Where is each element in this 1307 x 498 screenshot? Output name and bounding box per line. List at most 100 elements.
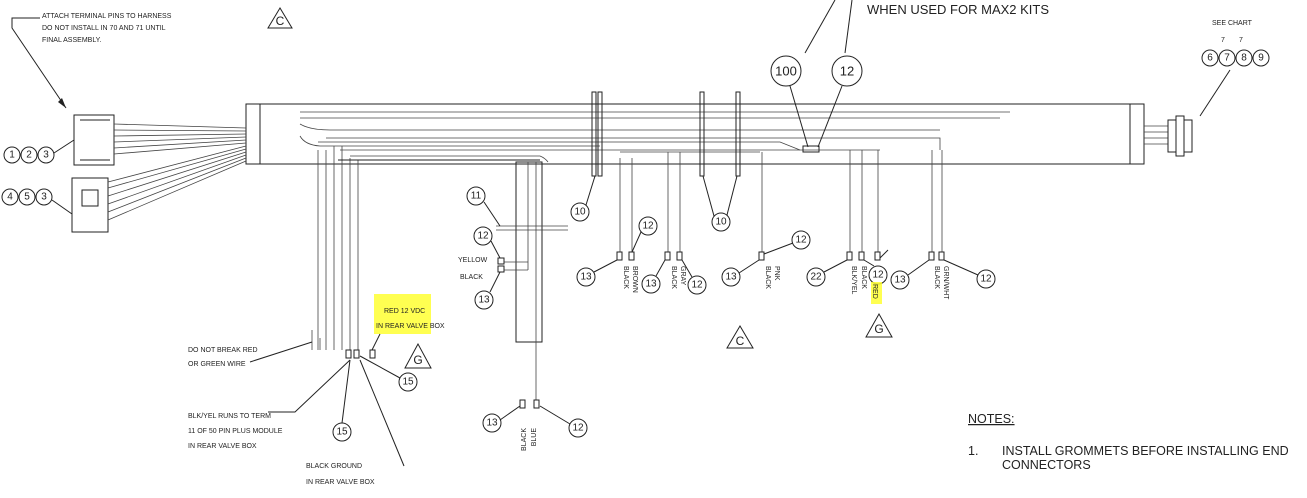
svg-text:12: 12 (872, 270, 884, 281)
callout-10-mid: 10 (702, 175, 738, 232)
callout-11: 11 (466, 186, 501, 227)
attach-note-leader (11, 17, 67, 109)
wire-clamps (591, 91, 820, 177)
callout-13-a: 13 (576, 259, 618, 287)
svg-text:13: 13 (478, 295, 490, 306)
bk-red-l2: BLACK (860, 266, 867, 289)
bk-yel-line-2: 11 OF 50 PIN PLUS MODULE (188, 428, 283, 435)
left-callouts-bottom: 4 5 3 (1, 188, 73, 215)
callout-13-c: 13 (721, 259, 760, 287)
rev-triangle-g-mid: G (865, 312, 893, 338)
black-blue-l1: BLACK (521, 428, 528, 451)
svg-text:15: 15 (336, 427, 348, 438)
svg-text:10: 10 (715, 217, 727, 228)
do-not-break-line-1: DO NOT BREAK RED (188, 347, 258, 354)
svg-text:10: 10 (574, 207, 586, 218)
do-not-break-line-2: OR GREEN WIRE (188, 361, 246, 368)
black-pnk-l2: PNK (773, 266, 780, 281)
black-label: BLACK (460, 274, 483, 281)
rev-triangle-c-top: C (267, 7, 293, 29)
bk-red-l3: RED (871, 284, 878, 299)
callout-13-d: 13 (890, 259, 930, 290)
svg-text:4: 4 (7, 192, 13, 203)
svg-text:12: 12 (840, 64, 854, 79)
callout-15-b: 15 (332, 359, 352, 442)
note-1-line-2: CONNECTORS (1002, 458, 1091, 472)
rev-triangle-c-mid: C (726, 325, 754, 349)
callout-12-c: 12 (763, 230, 811, 255)
callout-13-yellow: 13 (474, 271, 501, 310)
chart-small-2: 7 (1239, 37, 1243, 44)
svg-text:1: 1 (9, 150, 15, 161)
svg-text:22: 22 (810, 272, 822, 283)
harness-body (245, 103, 1145, 165)
attach-note-line-2: DO NOT INSTALL IN 70 AND 71 UNTIL (42, 25, 166, 32)
svg-text:5: 5 (24, 192, 30, 203)
attach-note-arrowhead (58, 98, 66, 108)
svg-text:13: 13 (580, 272, 592, 283)
bk-red-l1: BLK/YEL (850, 266, 857, 295)
svg-text:7: 7 (1224, 53, 1230, 64)
svg-text:12: 12 (477, 231, 489, 242)
black-ground-line-2: IN REAR VALVE BOX (306, 479, 375, 486)
svg-text:G: G (874, 322, 883, 336)
black-blue-l2: BLUE (531, 428, 538, 447)
svg-text:12: 12 (795, 235, 807, 246)
red-note-line-2: IN REAR VALVE BOX (376, 323, 445, 330)
svg-text:2: 2 (26, 150, 32, 161)
header-note: WHEN USED FOR MAX2 KITS (867, 2, 1049, 17)
svg-text:13: 13 (725, 272, 737, 283)
bottom-blue-drop (519, 399, 540, 409)
right-callouts: 6 7 8 9 (1201, 49, 1270, 67)
left-connector-bottom (71, 145, 247, 233)
red-wire-highlight (871, 282, 882, 304)
svg-text:9: 9 (1258, 53, 1264, 64)
black-brown-l1: BLACK (622, 266, 629, 289)
see-chart-label: SEE CHART (1212, 20, 1253, 27)
svg-text:12: 12 (980, 274, 992, 285)
note-1-line-1: INSTALL GROMMETS BEFORE INSTALLING END (1002, 444, 1289, 458)
callout-12-f: 12 (539, 405, 588, 438)
chart-small-1: 7 (1221, 37, 1225, 44)
right-grommet-connector (1144, 69, 1231, 157)
black-grnwht-l1: BLACK (933, 266, 940, 289)
red-note-line-1: RED 12 VDC (384, 308, 425, 315)
callout-12-a: 12 (631, 216, 658, 253)
black-gray-l1: BLACK (670, 266, 677, 289)
callout-15-a: 15 (359, 355, 418, 392)
center-drop-box (496, 161, 568, 400)
callout-10-left: 10 (570, 175, 596, 222)
svg-text:100: 100 (775, 64, 797, 79)
svg-text:C: C (276, 14, 285, 28)
left-connector-top (73, 114, 247, 166)
harness-internal-wires (299, 111, 1010, 163)
svg-text:6: 6 (1207, 53, 1213, 64)
left-callouts-top: 1 2 3 (3, 139, 75, 164)
black-gray-l2: GRAY (679, 266, 686, 286)
callout-13-b: 13 (641, 259, 666, 294)
callout-12-e: 12 (943, 259, 996, 289)
svg-text:G: G (413, 353, 422, 367)
svg-text:13: 13 (645, 279, 657, 290)
callout-12-top: 12 (817, 55, 863, 148)
left-drop-wires (311, 146, 540, 359)
svg-text:12: 12 (642, 221, 654, 232)
red-note-highlight (374, 294, 431, 334)
bk-yel-line-3: IN REAR VALVE BOX (188, 443, 257, 450)
svg-text:13: 13 (894, 275, 906, 286)
rev-triangle-g-left: G (404, 342, 432, 369)
yellow-label: YELLOW (458, 257, 488, 264)
svg-text:13: 13 (486, 418, 498, 429)
note-1-number: 1. (968, 444, 978, 458)
black-brown-l2: BROWN (631, 266, 638, 293)
black-pnk-l1: BLACK (764, 266, 771, 289)
black-ground-line-1: BLACK GROUND (306, 463, 362, 470)
leader-12-top (844, 0, 853, 54)
callout-13-e: 13 (482, 405, 521, 433)
bk-yel-line-1: BLK/YEL RUNS TO TERM (188, 413, 271, 420)
black-grnwht-l2: GRN/WHT (942, 266, 949, 300)
callout-22: 22 (806, 259, 848, 287)
svg-text:C: C (736, 334, 745, 348)
svg-text:11: 11 (471, 191, 482, 202)
